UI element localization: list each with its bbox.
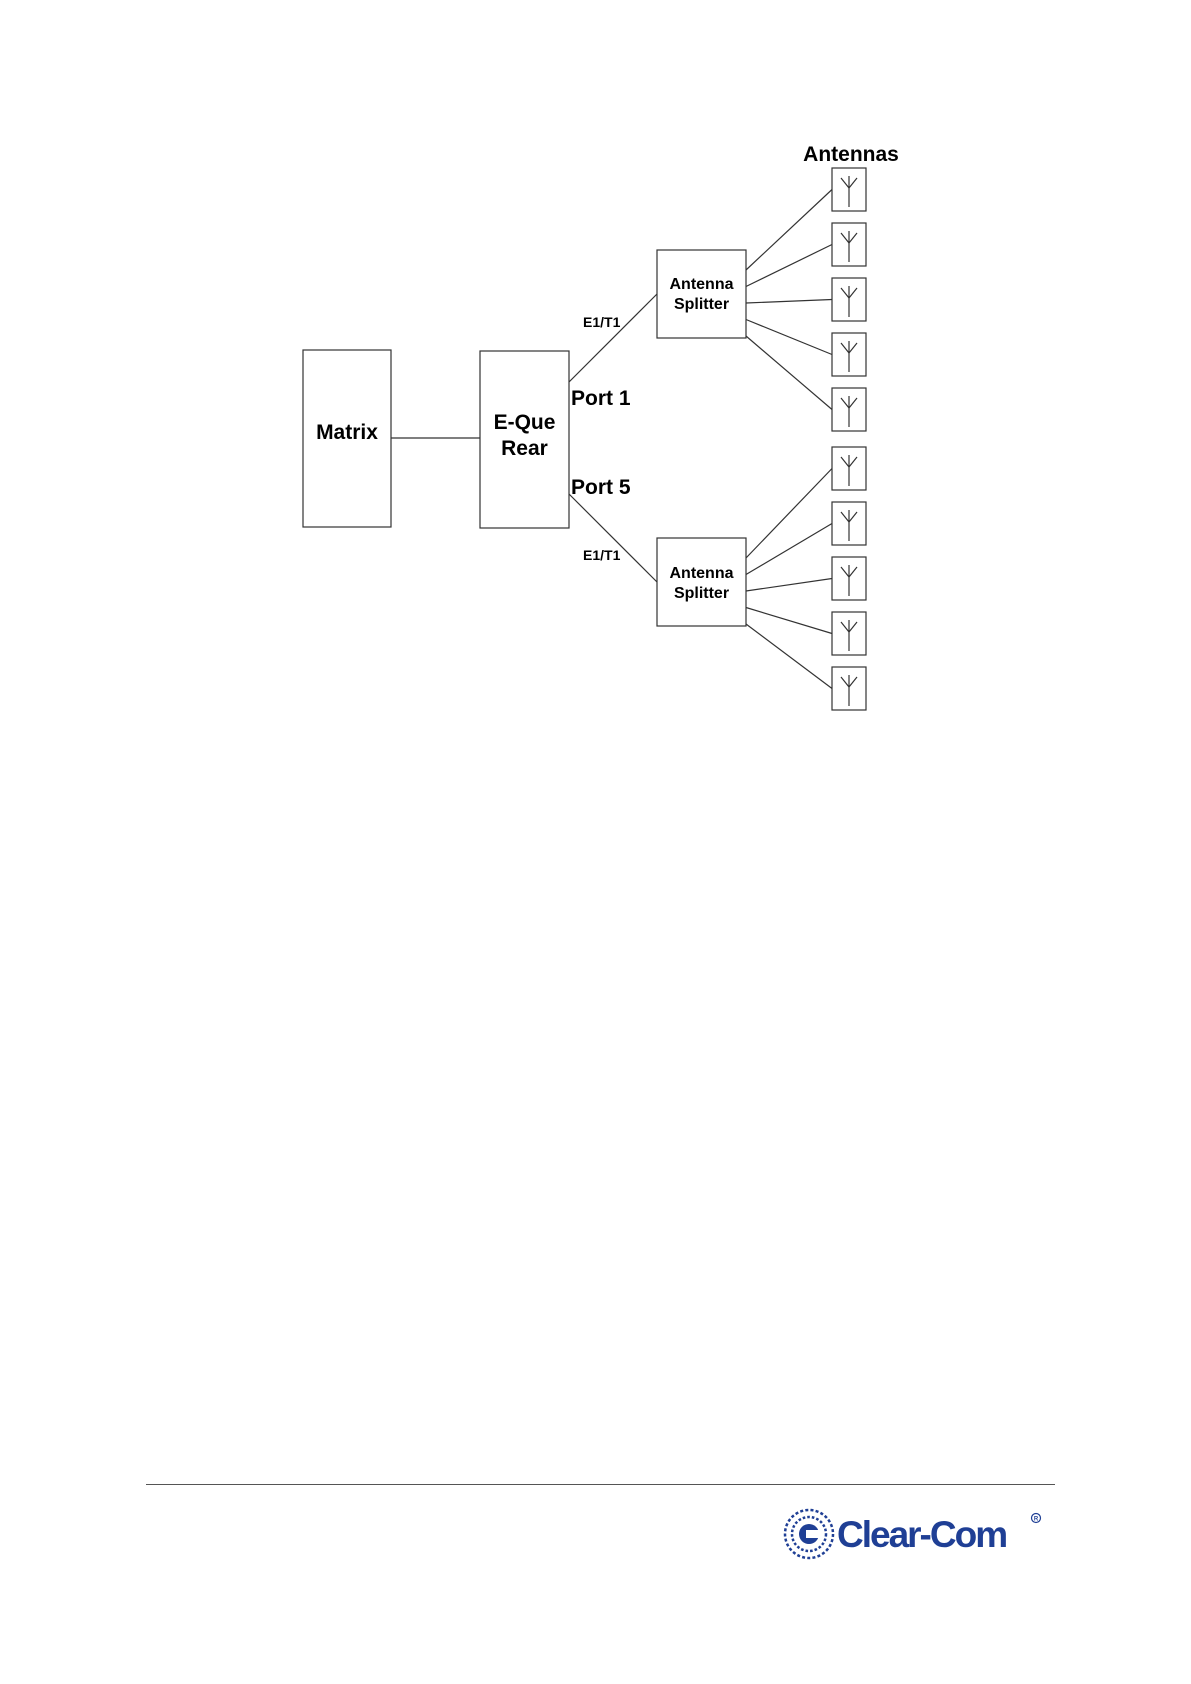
svg-text:R: R: [1034, 1517, 1039, 1523]
logo-emblem-icon: [785, 1510, 833, 1558]
antenna-icon: [832, 502, 866, 545]
antenna-feed-line: [746, 336, 832, 410]
antenna-feed-line: [746, 245, 832, 287]
footer-divider: [146, 1484, 1055, 1485]
matrix-label: Matrix: [316, 421, 378, 444]
antenna-feed-line: [746, 190, 832, 271]
fanout-top: [746, 190, 832, 410]
splitter-top: Antenna Splitter: [657, 250, 746, 338]
antenna-feed-line: [746, 300, 832, 304]
port1-link: [569, 294, 657, 382]
antenna-array: [832, 168, 866, 710]
eque-label-line2: Rear: [501, 437, 548, 460]
registered-mark-icon: R: [1032, 1514, 1041, 1523]
link-label-bottom: E1/T1: [583, 547, 621, 563]
splitter-bottom: Antenna Splitter: [657, 538, 746, 626]
port5-label: Port 5: [571, 476, 631, 499]
antenna-feed-line: [746, 320, 832, 355]
eque-rear-node: E-Que Rear: [480, 351, 569, 528]
antenna-feed-line: [746, 608, 832, 634]
antenna-icon: [832, 333, 866, 376]
antenna-feed-line: [746, 524, 832, 575]
link-label-top: E1/T1: [583, 314, 621, 330]
antenna-icon: [832, 667, 866, 710]
logo-wordmark: Clear-Com: [837, 1514, 1006, 1555]
splitter-top-line2: Splitter: [674, 296, 729, 313]
clear-com-logo: Clear-Com R: [783, 1506, 1043, 1567]
antenna-icon: [832, 447, 866, 490]
antenna-icon: [832, 557, 866, 600]
port5-link: [569, 494, 657, 582]
antenna-feed-line: [746, 579, 832, 592]
matrix-node: Matrix: [303, 350, 391, 527]
antenna-icon: [832, 278, 866, 321]
antennas-title: Antennas: [803, 143, 899, 166]
antenna-feed-line: [746, 469, 832, 559]
splitter-bottom-line1: Antenna: [670, 565, 734, 582]
eque-label-line1: E-Que: [494, 411, 556, 434]
antenna-icon: [832, 223, 866, 266]
fanout-bottom: [746, 469, 832, 689]
antenna-icon: [832, 612, 866, 655]
antenna-icon: [832, 168, 866, 211]
antenna-feed-line: [746, 624, 832, 689]
splitter-bottom-line2: Splitter: [674, 585, 729, 602]
antenna-icon: [832, 388, 866, 431]
port1-label: Port 1: [571, 387, 631, 410]
splitter-top-line1: Antenna: [670, 276, 734, 293]
